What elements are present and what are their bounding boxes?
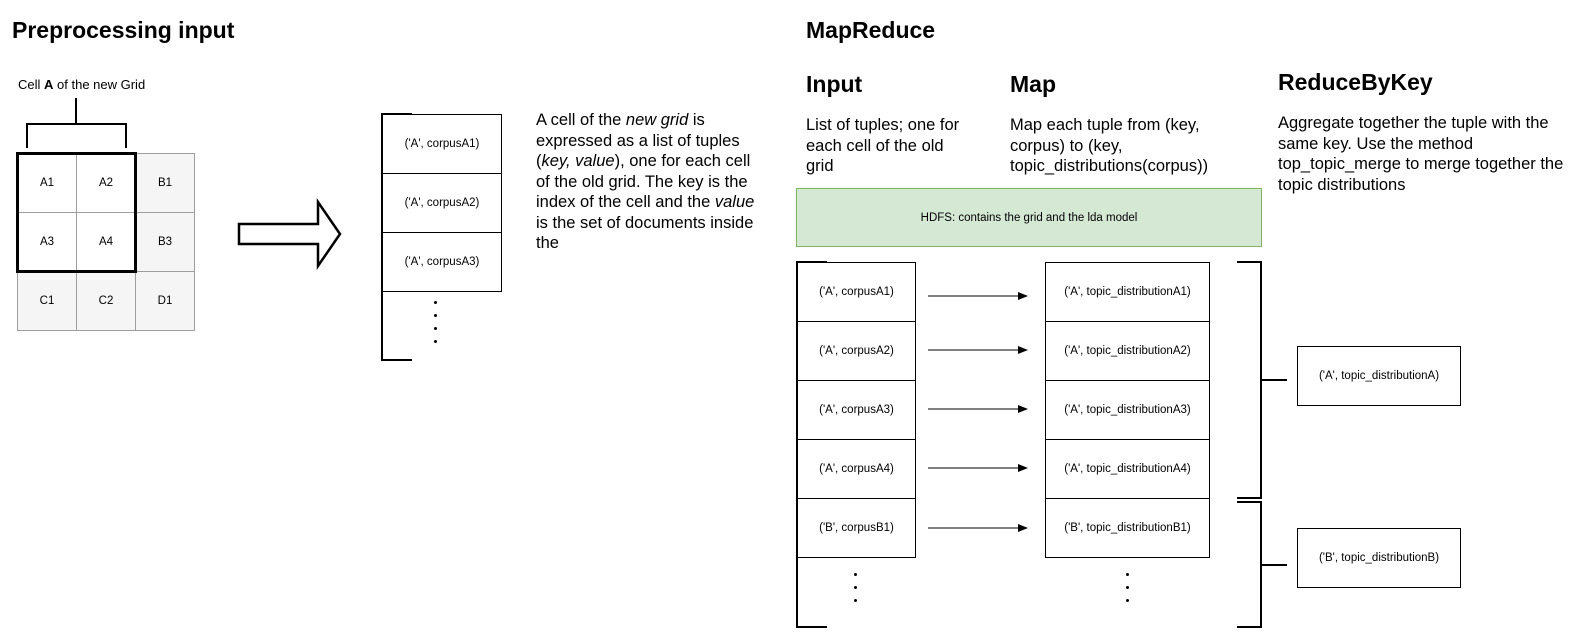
- reduce-bracket-a: [1237, 261, 1287, 499]
- mapreduce-title: MapReduce: [806, 17, 936, 43]
- explanation-text: is the set of documents inside the: [536, 213, 754, 253]
- reduce-heading: ReduceByKey: [1278, 69, 1433, 95]
- tuple-box: ('A', corpusA3): [382, 232, 502, 292]
- reduce-description: Aggregate together the tuple with the sa…: [1278, 114, 1564, 194]
- grid-cell-a4: A4: [76, 212, 136, 272]
- tuple-list-bracket: [381, 113, 412, 361]
- grid-cell-c1: C1: [17, 271, 77, 331]
- reduce-output-b: ('B', topic_distributionB): [1297, 528, 1461, 588]
- tuple-box: ('A', corpusA2): [382, 173, 502, 233]
- cell-label-suffix: of the new Grid: [53, 77, 146, 92]
- cell-a-outline: [16, 152, 137, 273]
- map-tuple: ('B', topic_distributionB1): [1045, 498, 1210, 558]
- input-list-bracket: [796, 261, 827, 628]
- map-tuple: ('A', topic_distributionA4): [1045, 439, 1210, 499]
- input-heading: Input: [806, 71, 863, 97]
- hdfs-banner: HDFS: contains the grid and the lda mode…: [796, 188, 1262, 247]
- input-tuple: ('A', corpusA4): [797, 439, 916, 499]
- cell-a-label: Cell A of the new Grid: [18, 77, 145, 92]
- preprocessing-tuple-list: ('A', corpusA1) ('A', corpusA2) ('A', co…: [382, 114, 502, 292]
- reduce-bracket-b: [1237, 501, 1287, 628]
- ellipsis-dots: [430, 296, 440, 348]
- tuple-box: ('A', corpusA1): [382, 114, 502, 174]
- input-tuple: ('A', corpusA1): [797, 262, 916, 322]
- explanation-text: is expressed as a list of tuples (: [536, 111, 740, 170]
- cell-label-bold: A: [44, 77, 54, 92]
- explanation-emphasis: key, value: [541, 152, 615, 170]
- preprocessing-explanation: A cell of the new grid is expressed as a…: [536, 110, 762, 254]
- explanation-emphasis: new grid: [625, 111, 689, 129]
- explanation-emphasis: value: [714, 193, 755, 211]
- map-description: Map each tuple from (key, corpus) to (ke…: [1010, 116, 1209, 175]
- ellipsis-dots: [1122, 568, 1132, 607]
- preprocessing-title: Preprocessing input: [12, 17, 235, 43]
- grid-cell-d1: D1: [135, 271, 195, 331]
- input-tuple-list: ('A', corpusA1) ('A', corpusA2) ('A', co…: [797, 262, 916, 558]
- cell-a-bracket: [26, 98, 127, 148]
- map-heading: Map: [1010, 71, 1056, 97]
- explanation-text: ), one for each cell of the old grid. Th…: [536, 152, 751, 211]
- ellipsis-dots: [850, 568, 860, 607]
- input-description: List of tuples; one for each cell of the…: [806, 116, 960, 175]
- transform-arrow: [237, 197, 342, 271]
- input-tuple: ('A', corpusA3): [797, 380, 916, 440]
- cell-label-prefix: Cell: [18, 77, 45, 92]
- reduce-output-a: ('A', topic_distributionA): [1297, 346, 1461, 406]
- map-tuple-list: ('A', topic_distributionA1) ('A', topic_…: [1045, 262, 1210, 558]
- explanation-text: A cell of the: [536, 111, 626, 129]
